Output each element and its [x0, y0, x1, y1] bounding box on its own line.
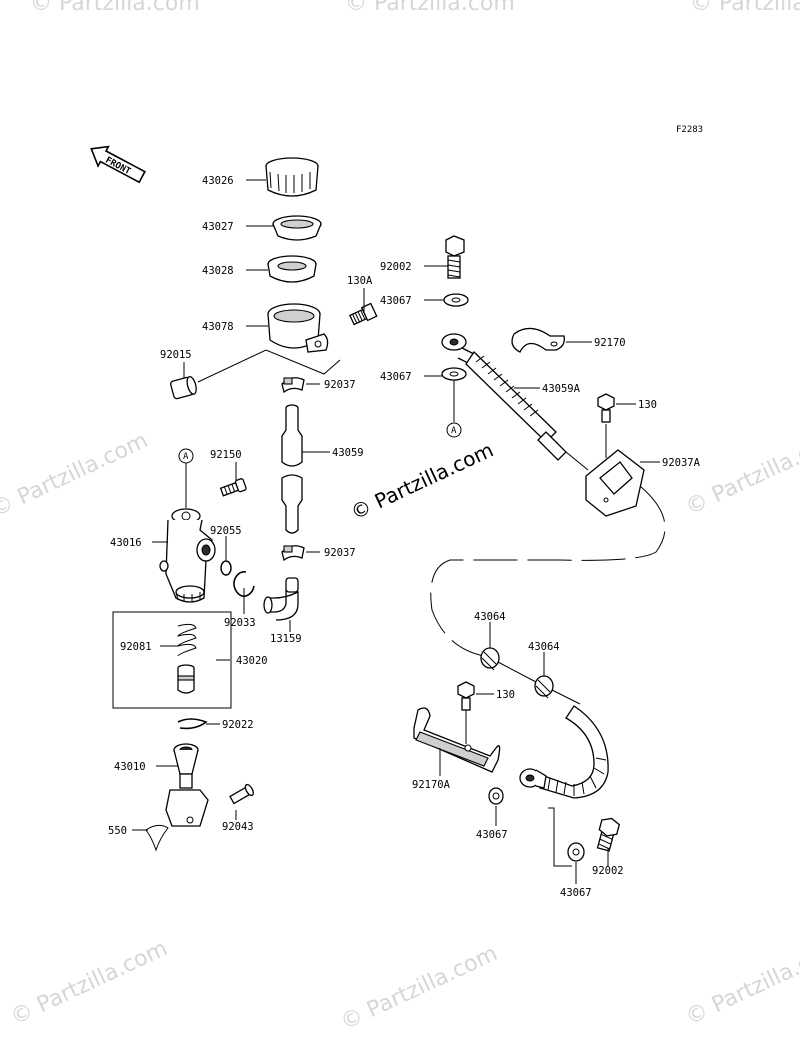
- label-130a: 130A: [347, 275, 373, 287]
- part-labels: 43026 43027 43028 43078 130A 92015 92037…: [108, 175, 701, 899]
- label-130-upper: 130: [638, 399, 657, 411]
- clamp-92037-upper: [281, 377, 305, 394]
- banjo-bolt-upper: [445, 235, 465, 279]
- banjo-bolt-lower: [596, 817, 621, 852]
- label-92043: 92043: [222, 821, 254, 833]
- label-43067-a: 43067: [380, 295, 412, 307]
- reservoir-hose: [281, 404, 303, 534]
- svg-text:A: A: [183, 452, 189, 462]
- label-92170a: 92170A: [412, 779, 451, 791]
- figure-code: F2283: [676, 125, 703, 135]
- spring-92081: [177, 623, 197, 657]
- label-92002-lower: 92002: [592, 865, 624, 877]
- label-43016: 43016: [110, 537, 142, 549]
- grommet-43064-a: [480, 647, 500, 671]
- bolt-130-lower: [457, 681, 475, 711]
- brake-hose-upper: [465, 350, 567, 461]
- hose-clamp-92170: [511, 327, 565, 353]
- watermark-bottom-mid: © Partzilla.com: [337, 941, 501, 1035]
- reservoir-cap: [265, 157, 319, 197]
- label-43067-b: 43067: [380, 371, 412, 383]
- hose-guide-92037a: [585, 449, 645, 517]
- watermark-bottom-left: © Partzilla.com: [7, 936, 171, 1030]
- label-43028: 43028: [202, 265, 234, 277]
- hose-routing-line: [430, 485, 666, 657]
- clamp-92037-lower: [281, 545, 305, 562]
- push-rod: [165, 743, 209, 827]
- watermark-right: © Partzilla.com: [682, 426, 800, 520]
- watermark-bottom-right: © Partzilla.com: [682, 936, 800, 1030]
- diaphragm: [267, 255, 317, 283]
- label-43067-c: 43067: [476, 829, 508, 841]
- watermark-top-left: © Partzilla.com: [30, 0, 200, 16]
- bolt-130-upper: [597, 393, 615, 423]
- bolt-130a: [349, 302, 378, 326]
- o-ring-92055: [220, 560, 232, 576]
- watermark-left: © Partzilla.com: [0, 428, 152, 522]
- label-92037-upper: 92037: [324, 379, 356, 391]
- washer-43067-c: [488, 787, 504, 805]
- ref-marker-a-right: A: [446, 422, 462, 438]
- bracket-92170a: [413, 707, 501, 773]
- label-43026: 43026: [202, 175, 234, 187]
- grommet-43064-b: [534, 675, 554, 699]
- label-92150: 92150: [210, 449, 242, 461]
- label-550: 550: [108, 825, 127, 837]
- banjo-fitting-lower: [519, 768, 547, 789]
- washer-43067-d: [567, 842, 585, 862]
- master-cylinder-body: [159, 508, 216, 603]
- elbow-fitting: [263, 577, 299, 621]
- brake-hose-lower: [539, 705, 609, 799]
- label-92037a: 92037A: [662, 457, 701, 469]
- ref-marker-a-left: A: [178, 448, 194, 464]
- circlip-92033: [233, 571, 255, 597]
- label-92033: 92033: [224, 617, 256, 629]
- label-43059: 43059: [332, 447, 364, 459]
- pin-92043: [229, 783, 254, 805]
- svg-text:A: A: [451, 426, 457, 436]
- label-43064-a: 43064: [474, 611, 506, 623]
- piston: [177, 664, 195, 694]
- washer-43067-b: [441, 367, 467, 381]
- label-43067-d: 43067: [560, 887, 592, 899]
- washer-43067-a: [443, 293, 469, 307]
- label-92170: 92170: [594, 337, 626, 349]
- piston-kit-box: [112, 611, 232, 709]
- grommet-92015: [170, 376, 197, 400]
- watermark-top-right: © Partzilla.com: [690, 0, 800, 16]
- label-43059a: 43059A: [542, 383, 581, 395]
- label-43064-b: 43064: [528, 641, 560, 653]
- label-13159: 13159: [270, 633, 302, 645]
- label-92015: 92015: [160, 349, 192, 361]
- watermark-top-mid: © Partzilla.com: [345, 0, 515, 16]
- label-92022: 92022: [222, 719, 254, 731]
- reservoir-body: [267, 303, 329, 353]
- label-43078: 43078: [202, 321, 234, 333]
- label-43020: 43020: [236, 655, 268, 667]
- label-92037-lower: 92037: [324, 547, 356, 559]
- label-92081: 92081: [120, 641, 152, 653]
- label-130-lower: 130: [496, 689, 515, 701]
- label-43027: 43027: [202, 221, 234, 233]
- diaphragm-plate: [272, 215, 322, 241]
- watermark-center: © Partzilla.com: [347, 438, 497, 525]
- label-92055: 92055: [210, 525, 242, 537]
- circlip-92022: [177, 718, 208, 730]
- label-92002-upper: 92002: [380, 261, 412, 273]
- label-43010: 43010: [114, 761, 146, 773]
- front-arrow-icon: FRONT: [90, 145, 146, 184]
- screw-92150: [219, 478, 247, 497]
- cotter-pin-550: [145, 824, 169, 852]
